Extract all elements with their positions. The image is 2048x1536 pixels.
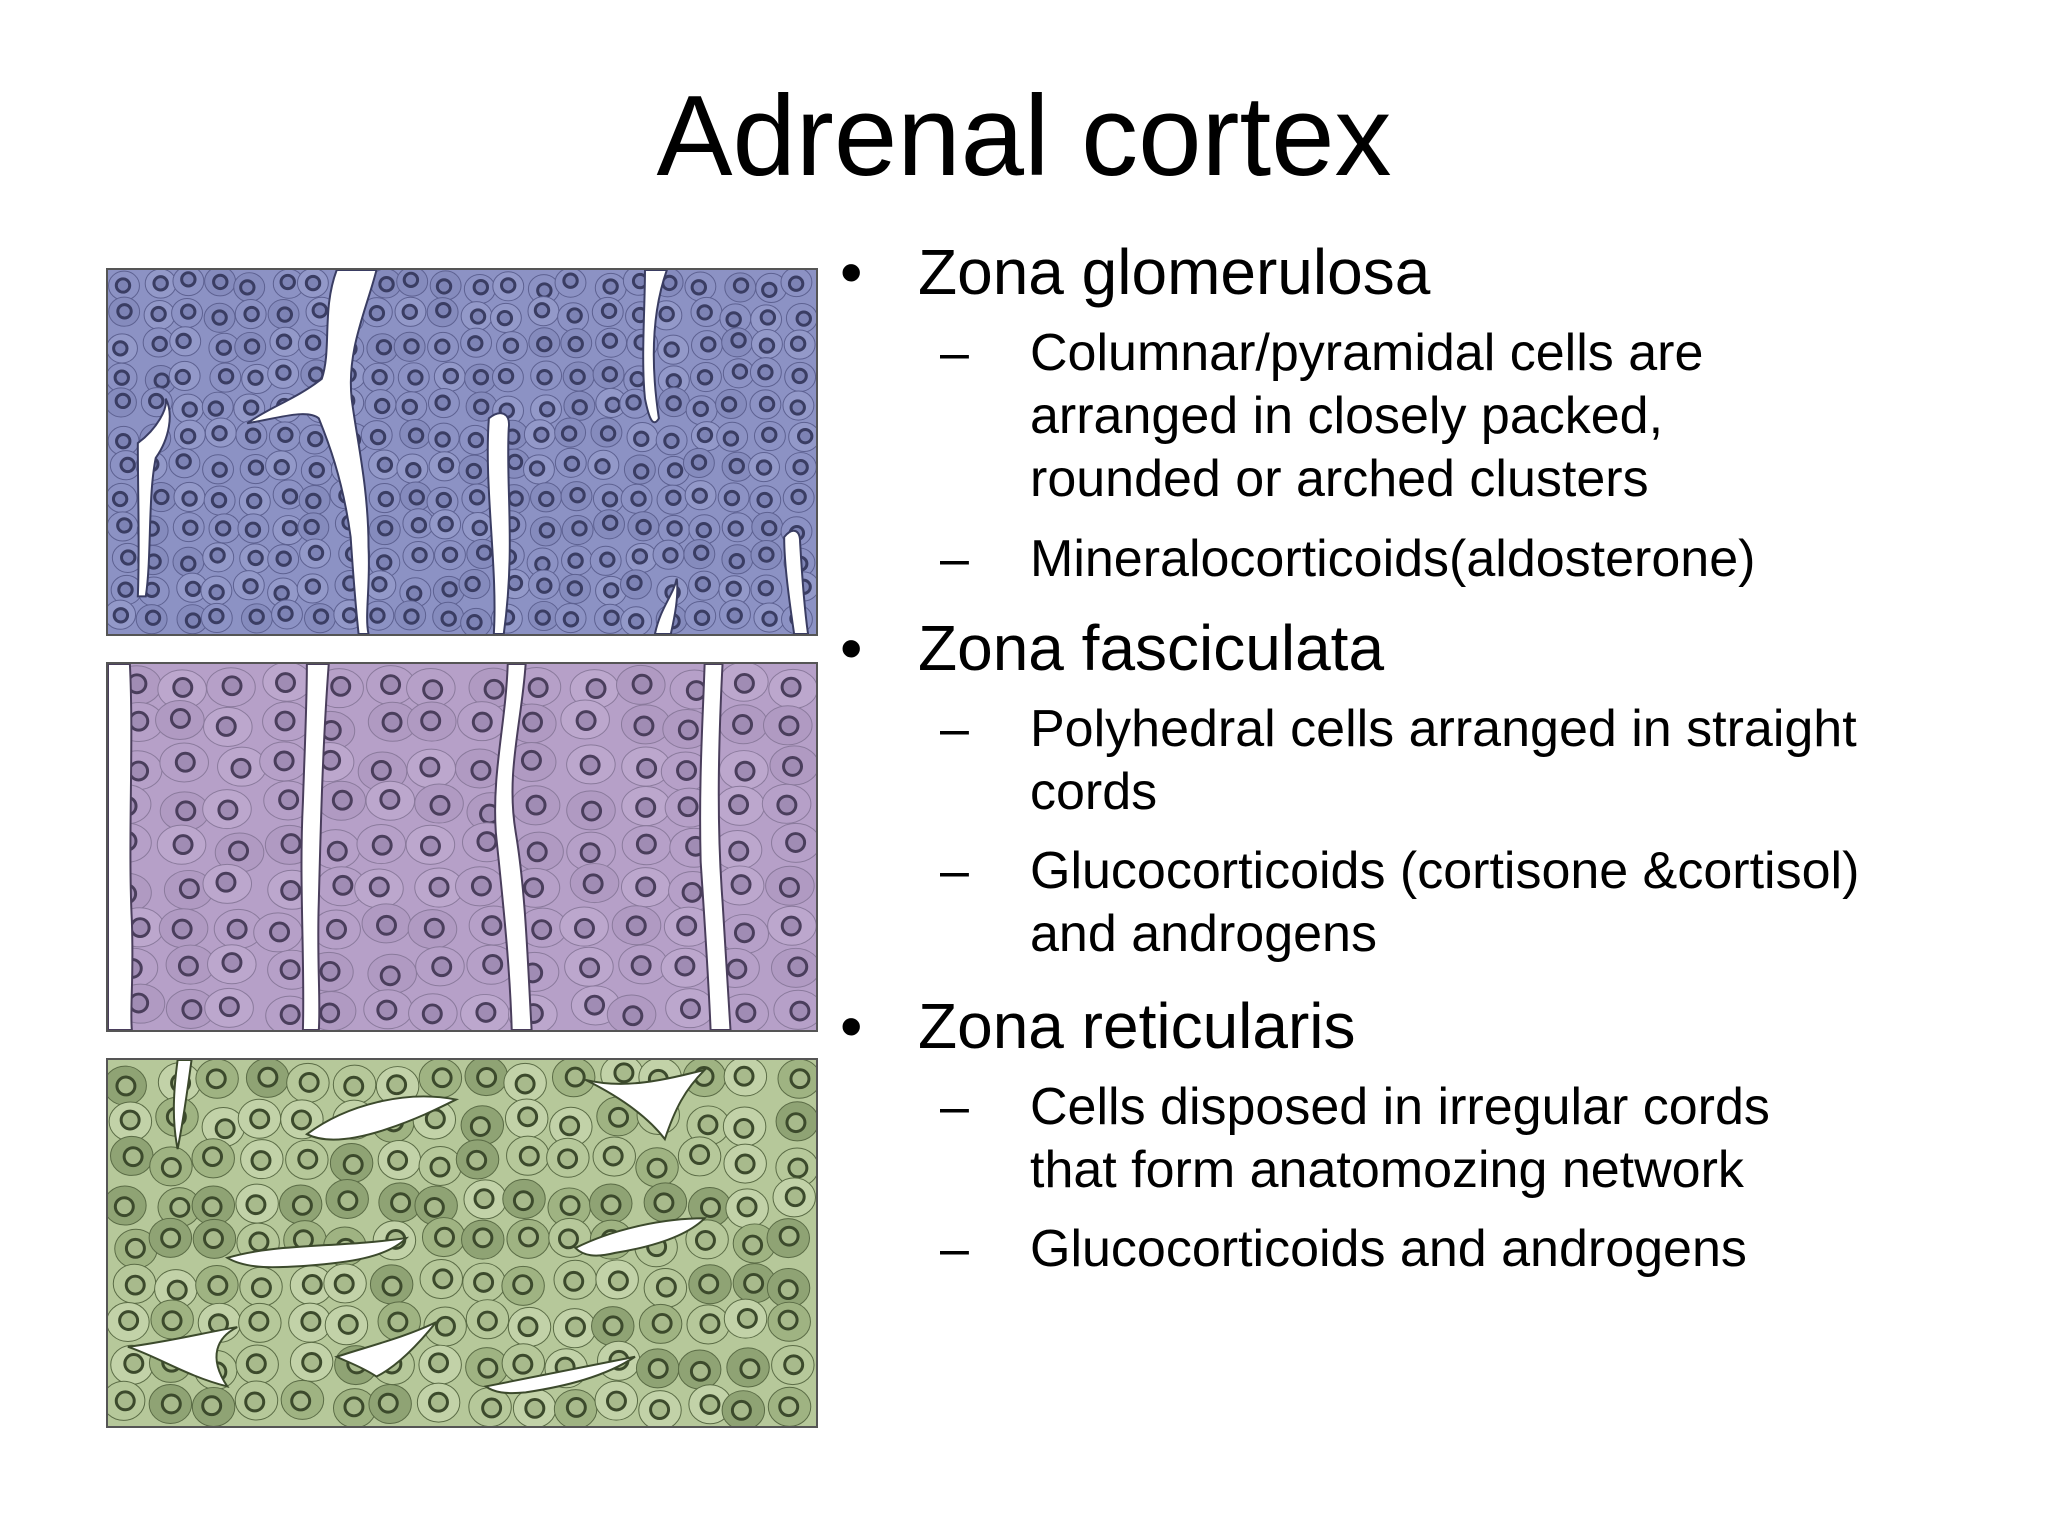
zona-glomerulosa-illustration — [106, 268, 818, 636]
dash-marker: – — [940, 1078, 969, 1136]
slide-title: Adrenal cortex — [656, 73, 1392, 200]
dash-marker: – — [940, 700, 969, 758]
dash-marker: – — [940, 530, 969, 588]
dash-marker: – — [940, 1220, 969, 1278]
bullet-marker: • — [840, 612, 863, 684]
bullet-marker: • — [840, 236, 863, 308]
dash-marker: – — [940, 842, 969, 900]
zona-fasciculata-illustration — [106, 662, 818, 1032]
zona-reticularis-illustration — [106, 1058, 818, 1428]
dash-marker: – — [940, 324, 969, 382]
bullet-marker: • — [840, 990, 863, 1062]
